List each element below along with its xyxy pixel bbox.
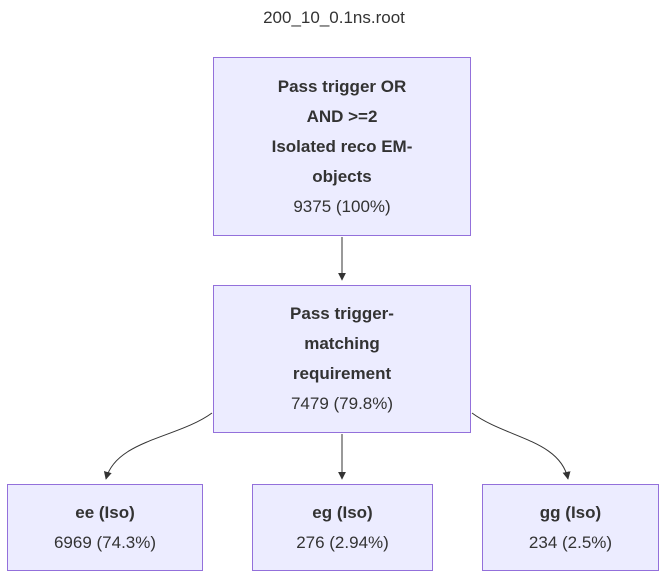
node-ee: ee (Iso) 6969 (74.3%) <box>7 484 203 571</box>
diagram-title: 200_10_0.1ns.root <box>263 8 405 27</box>
edge-match-gg <box>471 412 571 480</box>
node-label-line: ee (Iso) <box>75 502 135 522</box>
node-count: 6969 (74.3%) <box>53 532 157 552</box>
node-label-line: requirement <box>292 364 392 383</box>
node-label-line: gg (Iso) <box>539 502 602 522</box>
node-label-line: matching <box>304 334 380 353</box>
node-count: 7479 (79.8%) <box>290 394 394 413</box>
node-count: 276 (2.94%) <box>296 532 389 552</box>
node-eg: eg (Iso) 276 (2.94%) <box>252 484 433 571</box>
node-count: 9375 (100%) <box>293 196 391 216</box>
node-match: Pass trigger- matching requirement 7479 … <box>213 285 471 433</box>
node-label-line: Pass trigger- <box>290 304 394 323</box>
node-gg: gg (Iso) 234 (2.5%) <box>482 484 659 571</box>
node-label-line: eg (Iso) <box>312 502 373 522</box>
node-root: Pass trigger OR AND >=2 Isolated reco EM… <box>213 57 471 236</box>
node-label-line: objects <box>312 166 372 186</box>
node-label-line: Isolated reco EM- <box>271 136 413 156</box>
node-label-line: Pass trigger OR <box>277 76 407 96</box>
node-count: 234 (2.5%) <box>528 532 613 552</box>
node-label-line: AND >=2 <box>306 106 378 126</box>
edge-match-ee <box>103 412 213 480</box>
